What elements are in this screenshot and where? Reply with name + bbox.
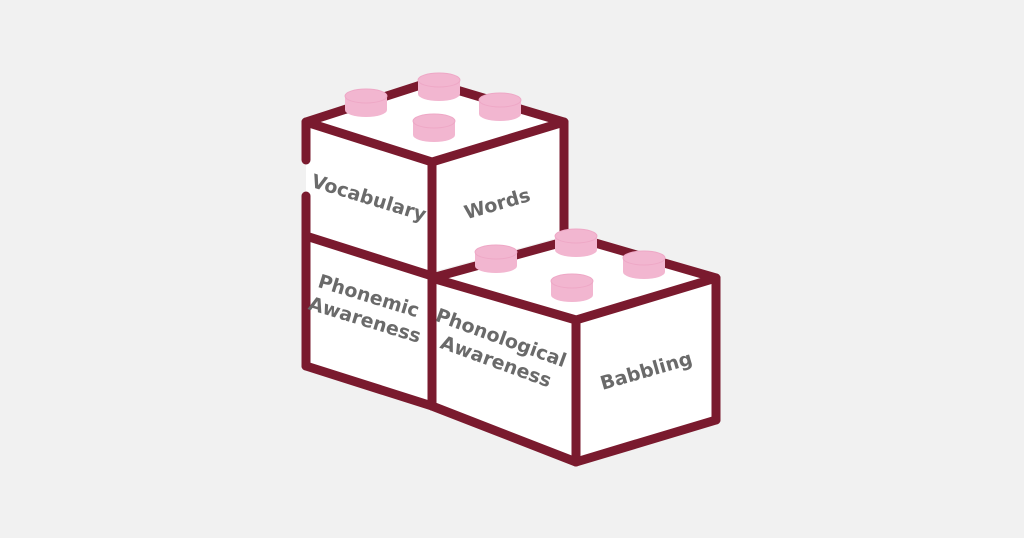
stud	[478, 92, 522, 121]
top-left-block-right-face	[432, 122, 564, 272]
block-outlines	[301, 77, 721, 467]
bottom-left-block-left-face	[306, 238, 432, 406]
stud	[554, 228, 598, 257]
blocks-seam-line	[301, 231, 437, 281]
stud	[417, 72, 461, 101]
bottom-right-block-base-edge	[427, 401, 721, 467]
stud	[622, 250, 666, 279]
stud	[344, 88, 388, 117]
face-fills	[306, 82, 716, 462]
stud	[474, 244, 518, 273]
bottom-left-block-base-edge	[301, 361, 437, 411]
stud	[550, 273, 594, 302]
studs	[344, 72, 666, 302]
top-left-block-left-face	[306, 122, 432, 272]
bottom-right-block-right-face	[576, 278, 716, 462]
stud	[412, 113, 456, 142]
